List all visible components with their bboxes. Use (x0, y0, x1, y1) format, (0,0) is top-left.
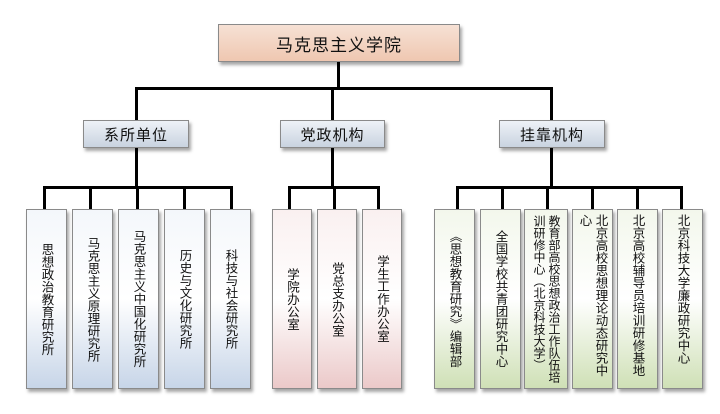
leaf-label: 北京高校辅导员培训研修基地 (630, 214, 646, 377)
connector-group3-horizontal (456, 186, 682, 189)
root-label: 马克思主义学院 (276, 35, 402, 56)
group-node-party-admin: 党政机构 (280, 120, 385, 148)
leaf-node: 思想政治教育研究所 (26, 209, 67, 389)
connector-top-horizontal (135, 87, 552, 90)
connector-leaf-drop (456, 186, 459, 210)
leaf-node: 北京科技大学廉政研究中心 (662, 209, 703, 389)
connector-leaf-drop (591, 186, 594, 210)
leaf-label: 教育部高校思想政治工作队伍培训研修中心（北京科技大学） (532, 215, 561, 383)
group-node-departments: 系所单位 (83, 120, 189, 148)
leaf-node: 学生工作办公室 (362, 209, 402, 389)
leaf-label: 学院办公室 (285, 267, 300, 331)
connector-group1-up (135, 87, 138, 120)
leaf-label: 历史与文化研究所 (177, 249, 193, 349)
leaf-node: 北京高校辅导员培训研修基地 (617, 209, 658, 389)
connector-leaf-drop (377, 186, 380, 210)
leaf-label: 北京科技大学廉政研究中心 (675, 214, 691, 364)
leaf-node: 马克思主义中国化研究所 (118, 209, 159, 389)
leaf-label: 思想政治教育研究所 (39, 242, 55, 356)
connector-leaf-drop (680, 186, 683, 210)
leaf-label: 党总支办公室 (330, 261, 345, 337)
leaf-label: 《思想教育研究》编辑部 (447, 230, 463, 368)
leaf-label: 马克思主义原理研究所 (85, 236, 101, 362)
connector-group3-down (550, 148, 553, 187)
leaf-node: 科技与社会研究所 (210, 209, 251, 389)
leaf-node: 教育部高校思想政治工作队伍培训研修中心（北京科技大学） (524, 209, 568, 389)
group-label: 挂靠机构 (519, 125, 584, 144)
leaf-node: 《思想教育研究》编辑部 (434, 209, 475, 389)
connector-leaf-drop (136, 186, 139, 210)
group-label: 党政机构 (300, 125, 365, 144)
group-label: 系所单位 (103, 125, 168, 144)
group-node-affiliated: 挂靠机构 (499, 120, 605, 148)
connector-leaf-drop (288, 186, 291, 210)
connector-group2-up (331, 87, 334, 120)
connector-leaf-drop (546, 186, 549, 210)
leaf-node: 党总支办公室 (317, 209, 357, 389)
leaf-node: 全国学校共青团研究中心 (480, 209, 521, 389)
leaf-label: 马克思主义中国化研究所 (131, 230, 147, 368)
connector-leaf-drop (230, 186, 233, 210)
connector-leaf-drop (43, 186, 46, 210)
connector-group3-up (550, 87, 553, 120)
leaf-label: 全国学校共青团研究中心 (493, 230, 509, 368)
connector-group1-down (135, 148, 138, 187)
connector-leaf-drop (89, 186, 92, 210)
connector-leaf-drop (183, 186, 186, 210)
leaf-node: 学院办公室 (272, 209, 312, 389)
connector-root-down (337, 62, 340, 88)
connector-leaf-drop (636, 186, 639, 210)
leaf-node: 马克思主义原理研究所 (72, 209, 113, 389)
leaf-label: 学生工作办公室 (375, 255, 390, 343)
connector-leaf-drop (501, 186, 504, 210)
leaf-node: 北京高校思想理论动态研究中心 (572, 209, 613, 389)
leaf-label: 北京高校思想理论动态研究中心 (577, 214, 609, 377)
connector-group2-down (331, 148, 334, 187)
root-node: 马克思主义学院 (218, 24, 460, 62)
leaf-node: 历史与文化研究所 (164, 209, 205, 389)
leaf-label: 科技与社会研究所 (223, 249, 239, 349)
connector-leaf-drop (333, 186, 336, 210)
